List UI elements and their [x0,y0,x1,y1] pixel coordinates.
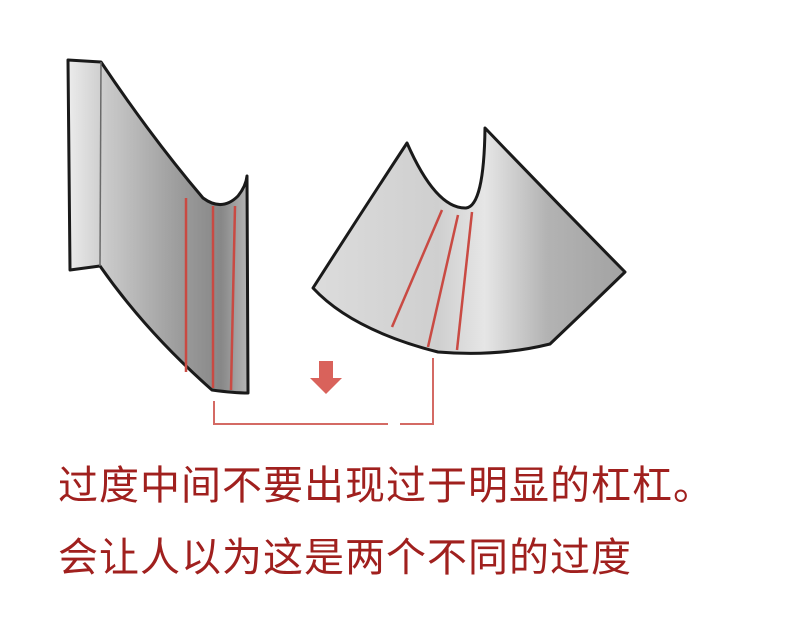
left-fold-crease [99,61,102,267]
caption-line-2: 会让人以为这是两个不同的过度 [58,535,632,581]
right-visible-band-line-1 [390,209,444,328]
comparison-bracket [213,358,434,425]
down-arrow-icon [310,361,342,394]
caption-line-1: 过度中间不要出现过于明显的杠杠。 [58,463,714,509]
left-folded-shape [66,58,250,395]
right-visible-band-line-2 [426,214,460,348]
left-visible-band-line-3 [229,205,237,391]
right-visible-band-line-3 [455,211,474,351]
